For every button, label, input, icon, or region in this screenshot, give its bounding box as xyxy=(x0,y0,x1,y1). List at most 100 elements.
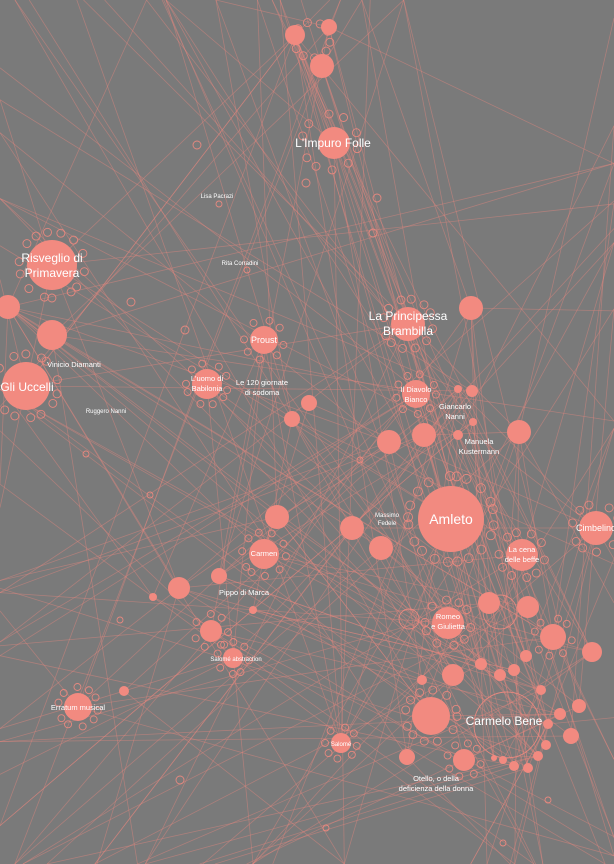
node-label-proust[interactable]: Proust xyxy=(251,335,278,345)
node-label-impuro-folle[interactable]: L'Impuro Folle xyxy=(295,136,371,150)
node-label-otello-2[interactable]: deficienza della donna xyxy=(399,784,474,793)
graph-node[interactable] xyxy=(478,592,500,614)
node-label-otello-1[interactable]: Otello, o della xyxy=(413,774,460,783)
node-label-le120-1[interactable]: Le 120 giornate xyxy=(236,378,288,387)
node-label-massimo-1[interactable]: Massimo xyxy=(375,513,400,519)
graph-node[interactable] xyxy=(249,539,279,569)
node-label-vinicio-diamanti[interactable]: Vinicio Diamanti xyxy=(47,360,101,369)
graph-node[interactable] xyxy=(377,430,401,454)
node-label-rita-corradini[interactable]: Rita Corradini xyxy=(222,261,259,267)
node-label-uomo-1[interactable]: L'uomo di xyxy=(191,374,224,383)
graph-node[interactable] xyxy=(310,54,334,78)
graph-node[interactable] xyxy=(119,686,129,696)
graph-node[interactable] xyxy=(459,296,483,320)
graph-node[interactable] xyxy=(454,385,462,393)
graph-node[interactable] xyxy=(391,307,425,341)
node-label-salome-abstraction[interactable]: Salomé abstraction xyxy=(210,657,261,663)
graph-node[interactable] xyxy=(285,25,305,45)
graph-node[interactable] xyxy=(200,620,222,642)
graph-node[interactable] xyxy=(418,486,484,552)
node-label-cena-2[interactable]: delle beffe xyxy=(505,555,539,564)
graph-node[interactable] xyxy=(536,685,546,695)
graph-node[interactable] xyxy=(499,756,507,764)
graph-node[interactable] xyxy=(572,699,586,713)
node-label-romeo-1[interactable]: Romeo xyxy=(436,612,460,621)
graph-node[interactable] xyxy=(37,320,67,350)
node-label-risveglio-2[interactable]: Primavera xyxy=(25,266,80,280)
graph-node[interactable] xyxy=(520,650,532,662)
graph-node[interactable] xyxy=(475,658,487,670)
graph-node[interactable] xyxy=(168,577,190,599)
graph-node[interactable] xyxy=(192,369,222,399)
graph-node[interactable] xyxy=(517,596,539,618)
graph-node[interactable] xyxy=(541,740,551,750)
graph-node[interactable] xyxy=(0,295,20,319)
graph-node[interactable] xyxy=(442,664,464,686)
graph-node[interactable] xyxy=(321,19,337,35)
node-label-carmen[interactable]: Carmen xyxy=(251,549,278,558)
node-label-pippo[interactable]: Pippo di Marca xyxy=(219,588,270,597)
graph-node[interactable] xyxy=(64,693,92,721)
graph-node[interactable] xyxy=(469,418,477,426)
graph-node[interactable] xyxy=(579,511,613,545)
node-label-erratum[interactable]: Erratum musical xyxy=(51,703,106,712)
node-label-cimbelino[interactable]: Cimbelino xyxy=(576,523,614,533)
graph-node[interactable] xyxy=(331,733,351,753)
graph-node[interactable] xyxy=(491,755,497,761)
node-label-gli-uccelli[interactable]: Gli Uccelli xyxy=(0,380,53,394)
node-label-diavolo-2[interactable]: Bianco xyxy=(405,395,428,404)
graph-node[interactable] xyxy=(507,420,531,444)
graph-node[interactable] xyxy=(301,395,317,411)
node-label-massimo-2[interactable]: Fedele xyxy=(378,521,397,527)
node-label-manuela-2[interactable]: Kustermann xyxy=(459,447,499,456)
graph-node[interactable] xyxy=(523,763,533,773)
graph-node[interactable] xyxy=(494,669,506,681)
graph-node[interactable] xyxy=(417,675,427,685)
graph-node[interactable] xyxy=(412,697,450,735)
graph-node[interactable] xyxy=(265,505,289,529)
node-label-principessa-2[interactable]: Brambilla xyxy=(383,324,433,338)
graph-node[interactable] xyxy=(223,648,243,668)
node-label-carmelo-bene[interactable]: Carmelo Bene xyxy=(466,714,543,728)
graph-node[interactable] xyxy=(543,719,553,729)
graph-node[interactable] xyxy=(284,411,300,427)
graph-node[interactable] xyxy=(211,568,227,584)
graph-node[interactable] xyxy=(453,430,463,440)
node-label-le120-2[interactable]: di sodoma xyxy=(245,388,280,397)
node-label-principessa-1[interactable]: La Principessa xyxy=(369,309,448,323)
graph-node[interactable] xyxy=(250,326,278,354)
node-label-romeo-2[interactable]: e Giulietta xyxy=(431,622,466,631)
graph-node[interactable] xyxy=(27,240,77,290)
graph-node[interactable] xyxy=(340,516,364,540)
graph-node[interactable] xyxy=(508,664,520,676)
node-label-cena-1[interactable]: La cena xyxy=(509,545,537,554)
graph-node[interactable] xyxy=(563,728,579,744)
graph-node[interactable] xyxy=(506,539,538,571)
graph-node[interactable] xyxy=(453,749,475,771)
graph-node[interactable] xyxy=(318,127,350,159)
node-label-risveglio-1[interactable]: Risveglio di xyxy=(21,251,82,265)
node-label-giancarlo-2[interactable]: Nanni xyxy=(445,412,465,421)
node-label-manuela-1[interactable]: Manuela xyxy=(465,437,495,446)
graph-node[interactable] xyxy=(432,607,464,639)
node-label-giancarlo-1[interactable]: Giancarlo xyxy=(439,402,471,411)
graph-node[interactable] xyxy=(540,624,566,650)
graph-node[interactable] xyxy=(466,385,478,397)
graph-node[interactable] xyxy=(533,751,543,761)
node-label-ruggero-nanni[interactable]: Ruggero Nanni xyxy=(86,409,126,415)
node-label-salome[interactable]: Salomé xyxy=(331,742,352,748)
node-label-uomo-2[interactable]: Babilonia xyxy=(192,384,224,393)
graph-node[interactable] xyxy=(554,708,566,720)
node-label-amleto[interactable]: Amleto xyxy=(429,511,473,527)
node-label-lisa-pacrazi[interactable]: Lisa Pacrazi xyxy=(201,194,234,200)
graph-node[interactable] xyxy=(509,761,519,771)
graph-node[interactable] xyxy=(402,380,430,408)
graph-node[interactable] xyxy=(2,362,50,410)
graph-node[interactable] xyxy=(412,423,436,447)
graph-node[interactable] xyxy=(582,642,602,662)
graph-node[interactable] xyxy=(249,606,257,614)
node-label-diavolo-1[interactable]: Il Diavolo xyxy=(401,385,432,394)
graph-node[interactable] xyxy=(369,536,393,560)
graph-node[interactable] xyxy=(399,749,415,765)
graph-node[interactable] xyxy=(149,593,157,601)
